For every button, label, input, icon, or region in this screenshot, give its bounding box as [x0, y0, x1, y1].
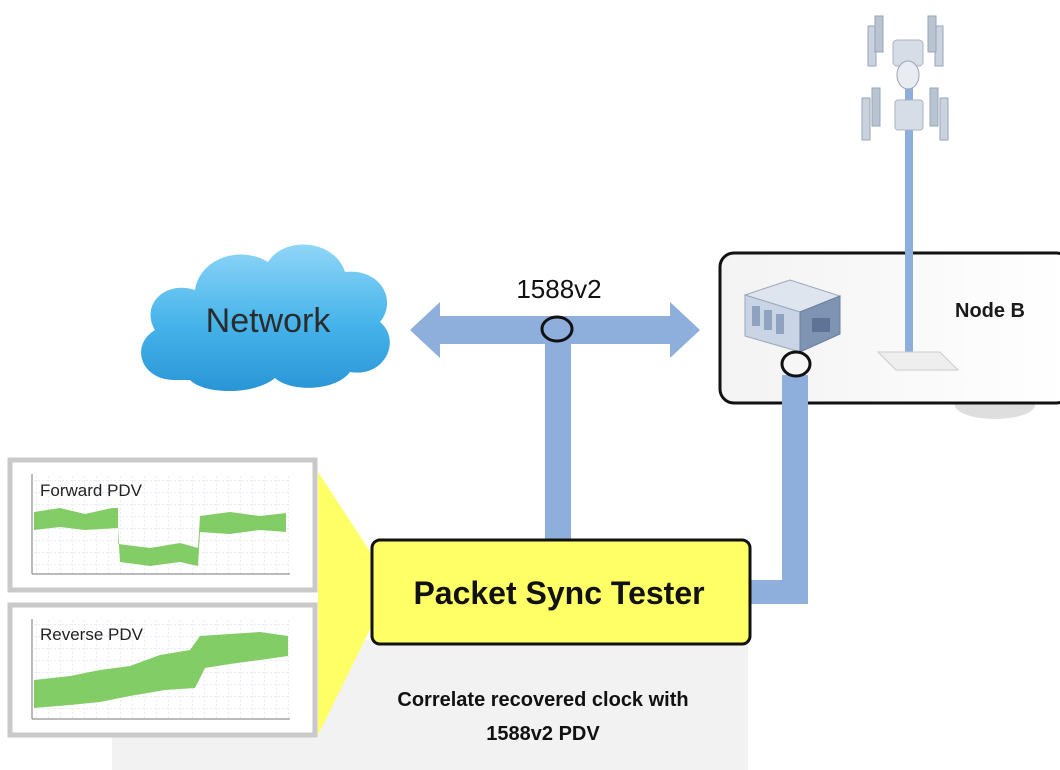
- forward-pdv-label: Forward PDV: [40, 481, 143, 500]
- tester-uplink-line: [545, 330, 571, 542]
- node-b-label: Node B: [955, 300, 1025, 322]
- link-lines: [410, 302, 808, 604]
- network-cloud[interactable]: Network: [141, 244, 390, 392]
- link-tap-circle: [540, 315, 574, 343]
- tower-mast: [905, 250, 913, 360]
- nodeb-tap-circle: [780, 350, 812, 378]
- caption-line-1: Correlate recovered clock with: [397, 689, 688, 711]
- forward-pdv-trace: [34, 508, 286, 566]
- tester-label: Packet Sync Tester: [413, 575, 704, 611]
- reverse-pdv-label: Reverse PDV: [40, 625, 144, 644]
- link-label: 1588v2: [516, 274, 601, 304]
- caption-line-2: 1588v2 PDV: [486, 723, 600, 745]
- nodeb-link-horizontal: [748, 580, 808, 604]
- reverse-pdv-trace: [34, 632, 288, 708]
- packet-sync-tester-box[interactable]: [370, 538, 752, 646]
- network-label: Network: [206, 302, 332, 340]
- cloud-icon: [141, 244, 390, 392]
- callout-wedge: [318, 472, 392, 735]
- tower-base: [876, 351, 960, 371]
- nodeb-link-vertical: [782, 375, 808, 603]
- base-station-icon: [743, 279, 842, 353]
- forward-pdv-graph[interactable]: Forward PDV: [7, 457, 318, 593]
- reverse-pdv-graph[interactable]: Reverse PDV: [7, 602, 318, 738]
